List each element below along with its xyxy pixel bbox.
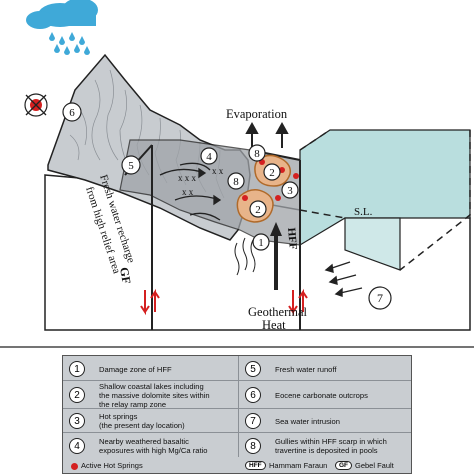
marker-2-lower: 2 [249, 200, 267, 218]
sea-boundary-dashed [399, 130, 471, 271]
legend-item-2: 2 Shallow coastal lakes including the ma… [69, 382, 210, 409]
seawater-intrusion-arrows-icon [324, 261, 363, 297]
svg-text:2: 2 [255, 204, 261, 216]
svg-text:3: 3 [287, 185, 293, 197]
svg-text:x x: x x [182, 187, 194, 197]
marker-6: 6 [62, 102, 82, 122]
svg-text:1: 1 [258, 237, 264, 249]
fluid-flow-lines [234, 237, 256, 276]
svg-text:6: 6 [69, 107, 75, 119]
gf-slip-arrows-icon [140, 288, 160, 316]
legend-item-1: 1 Damage zone of HFF [69, 358, 172, 380]
marker-8-lower: 8 [227, 172, 245, 190]
outcrop-symbol-icon [24, 93, 48, 117]
marker-5: 5 [121, 155, 141, 175]
hff-label: HFF [285, 227, 299, 250]
svg-text:2: 2 [269, 167, 275, 179]
svg-text:4: 4 [206, 151, 212, 163]
hff-key-badge: HFF [245, 461, 266, 470]
svg-text:5: 5 [128, 160, 134, 172]
marker-8-upper: 8 [248, 144, 266, 162]
hff-slip-arrows-icon [288, 288, 308, 316]
legend-symbol-keys: Active Hot Springs HFF Hammam Faraun GF … [63, 460, 411, 473]
legend-item-5: 5 Fresh water runoff [245, 358, 336, 380]
gebel-fault-label: Gebel Fault [355, 461, 394, 470]
svg-text:8: 8 [233, 176, 239, 188]
svg-text:7: 7 [377, 291, 383, 305]
svg-text:x x x: x x x [178, 173, 197, 183]
marker-4: 4 [200, 147, 218, 165]
legend-item-6: 6 Eocene carbonate outcrops [245, 384, 368, 406]
evaporation-label: Evaporation [226, 107, 288, 121]
geothermal-label-line2: Heat [262, 318, 286, 332]
rain-cloud-icon [26, 0, 98, 55]
legend-item-4: 4 Nearby weathered basaltic exposures wi… [69, 435, 207, 457]
marker-3: 3 [281, 181, 299, 199]
evaporation-arrows-icon [245, 121, 289, 148]
marker-1: 1 [252, 233, 270, 251]
runoff-arrows-icon [159, 162, 222, 221]
sea-level-label: S.L. [354, 206, 373, 218]
active-hot-springs-label: Active Hot Springs [81, 461, 143, 470]
marker-2-upper: 2 [263, 163, 281, 181]
legend-item-3: 3 Hot springs (the present day location) [69, 410, 185, 432]
hot-spring-dot-icon [71, 463, 78, 470]
geothermal-label-line1: Geothermal [248, 305, 308, 319]
gf-label: GF [117, 266, 134, 285]
svg-text:x x: x x [212, 166, 224, 176]
geothermal-heat-arrow-icon [270, 222, 282, 290]
hammam-faraun-label: Hammam Faraun [269, 461, 328, 470]
marker-7: 7 [368, 286, 392, 310]
legend-item-8: 8 Gullies within HFF scarp in which trav… [245, 435, 387, 457]
svg-text:8: 8 [254, 148, 260, 160]
legend-panel: 1 Damage zone of HFF 5 Fresh water runof… [62, 355, 412, 474]
gf-key-badge: GF [335, 461, 353, 470]
legend-item-7: 7 Sea water intrusion [245, 410, 340, 432]
